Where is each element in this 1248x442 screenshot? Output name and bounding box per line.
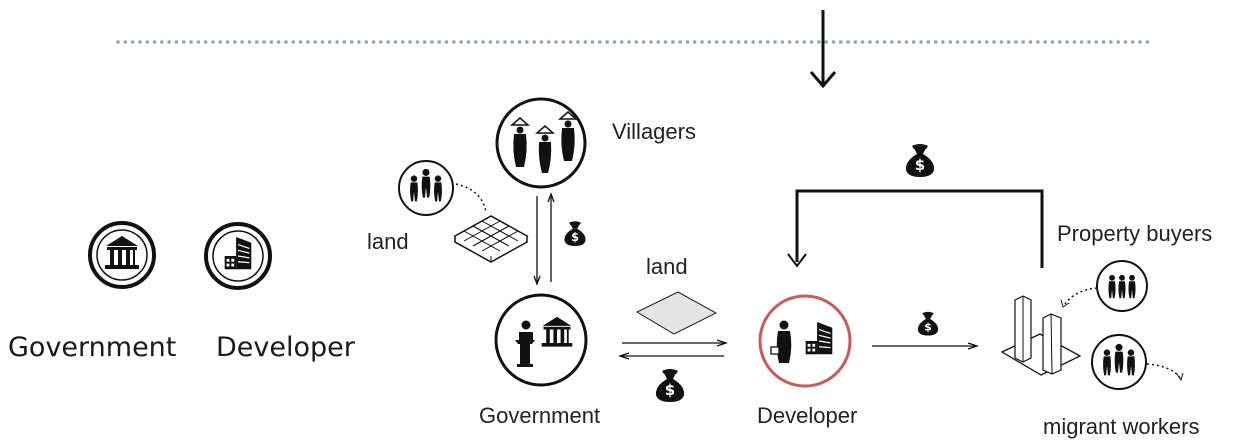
money-to-government-arrow: [617, 352, 724, 360]
villagers-label: Villagers: [612, 119, 696, 144]
money-bag-icon: [564, 221, 586, 246]
sale-to-buyers-arrow: [872, 342, 980, 350]
land-left-label: land: [367, 229, 409, 254]
land-owners-icon: [398, 160, 454, 216]
villagers-node-icon: [495, 97, 587, 189]
legend-government-icon: [88, 221, 156, 289]
money-to-villagers-arrow: [547, 192, 555, 282]
developer-label: Developer: [757, 403, 858, 428]
money-bag-icon: [917, 311, 939, 336]
land-to-developer-arrow: [622, 339, 729, 347]
migrant-workers-label: migrant workers: [1043, 414, 1200, 439]
money-bag-icon: [655, 369, 685, 402]
developer-node-icon: [758, 294, 852, 388]
land-owners-connector: [455, 183, 487, 213]
down-arrow-icon: [809, 10, 837, 89]
government-node-icon: [494, 293, 588, 387]
money-bag-icon: [905, 144, 935, 177]
land-plot-icon: [635, 291, 718, 335]
legend-developer-icon: [204, 222, 272, 290]
land-to-government-arrow: [533, 196, 541, 286]
migrant-workers-connector: [1146, 363, 1181, 379]
residential-towers-icon: [1000, 295, 1082, 376]
legend-government-label: Government: [8, 332, 177, 363]
government-label: Government: [479, 403, 601, 428]
migrant-workers-icon: [1091, 334, 1147, 390]
land-grid-icon: [453, 215, 529, 263]
money-return-loop-arrow: [787, 189, 1044, 268]
buyers-connector: [1064, 287, 1098, 305]
land-center-label: land: [646, 254, 688, 279]
legend-developer-label: Developer: [216, 332, 355, 363]
property-buyers-label: Property buyers: [1057, 221, 1213, 246]
property-buyers-icon: [1096, 260, 1148, 312]
